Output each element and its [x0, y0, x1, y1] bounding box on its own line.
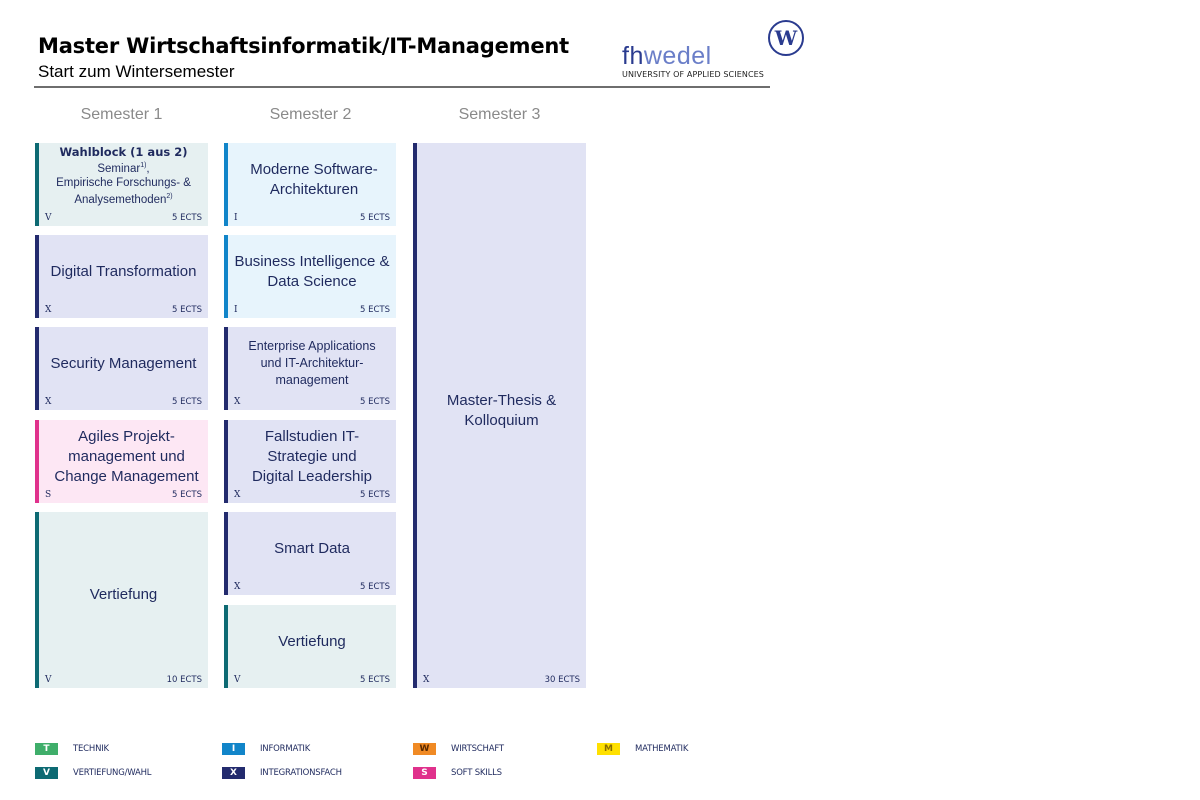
module-category-code: X [45, 397, 52, 407]
legend-label: SOFT SKILLS [451, 768, 502, 778]
module-ects: 5 ECTS [359, 305, 390, 315]
page-subtitle: Start zum Wintersemester [38, 62, 235, 81]
legend-swatch: T [35, 743, 58, 755]
module-vertiefung-sem2[interactable]: Vertiefung V 5 ECTS [224, 605, 396, 688]
legend-informatik: I INFORMATIK [222, 743, 310, 755]
legend-mathematik: M MATHEMATIK [597, 743, 688, 755]
module-name: Vertiefung [278, 632, 346, 650]
module-ects: 10 ECTS [166, 675, 202, 685]
module-category-code: X [234, 397, 241, 407]
legend-swatch: W [413, 743, 436, 755]
legend-technik: T TECHNIK [35, 743, 109, 755]
module-ects: 5 ECTS [171, 490, 202, 500]
module-vertiefung-sem1[interactable]: Vertiefung V 10 ECTS [35, 512, 208, 688]
module-moderne-software-architekturen[interactable]: Moderne Software-Architekturen I 5 ECTS [224, 143, 396, 226]
module-name: Smart Data [274, 539, 350, 557]
module-category-code: I [234, 213, 238, 223]
module-category-code: X [234, 582, 241, 592]
module-ects: 5 ECTS [171, 305, 202, 315]
module-ects: 5 ECTS [359, 675, 390, 685]
module-name: Moderne Software-Architekturen [250, 160, 378, 198]
module-name: Fallstudien IT-Strategie und Digital Lea… [251, 427, 373, 485]
module-business-intelligence[interactable]: Business Intelligence & Data Science I 5… [224, 235, 396, 318]
legend-vertiefung-wahl: V VERTIEFUNG/WAHL [35, 767, 152, 779]
module-name: Digital Transformation [50, 262, 197, 280]
legend-label: INTEGRATIONSFACH [260, 768, 342, 778]
module-ects: 5 ECTS [171, 397, 202, 407]
module-category-code: S [45, 490, 52, 500]
module-name: Wahlblock (1 aus 2) Seminar1), Empirisch… [56, 144, 191, 206]
module-name: Enterprise Applications und IT-Architekt… [248, 339, 376, 387]
module-ects: 5 ECTS [359, 213, 390, 223]
module-smart-data[interactable]: Smart Data X 5 ECTS [224, 512, 396, 595]
legend-integrationsfach: X INTEGRATIONSFACH [222, 767, 342, 779]
page-title: Master Wirtschaftsinformatik/IT-Manageme… [38, 34, 569, 58]
module-ects: 5 ECTS [359, 397, 390, 407]
module-name: Master-Thesis & Kolloquium [446, 391, 557, 429]
module-category-code: X [423, 675, 430, 685]
module-ects: 5 ECTS [359, 582, 390, 592]
module-wahlblock[interactable]: Wahlblock (1 aus 2) Seminar1), Empirisch… [35, 143, 208, 226]
module-name: Agiles Projekt-management und Change Man… [54, 427, 199, 485]
legend-soft-skills: S SOFT SKILLS [413, 767, 502, 779]
module-category-code: X [234, 490, 241, 500]
module-ects: 5 ECTS [171, 213, 202, 223]
semester-3-header: Semester 3 [458, 106, 541, 123]
legend-label: INFORMATIK [260, 744, 311, 754]
header-divider [34, 86, 770, 88]
legend-swatch: V [35, 767, 58, 779]
fh-wedel-logo: fhwedel W UNIVERSITY OF APPLIED SCIENCES [622, 20, 812, 84]
legend-label: TECHNIK [73, 744, 109, 754]
module-fallstudien-it-strategie[interactable]: Fallstudien IT-Strategie und Digital Lea… [224, 420, 396, 503]
legend-label: MATHEMATIK [635, 744, 689, 754]
module-master-thesis[interactable]: Master-Thesis & Kolloquium X 30 ECTS [413, 143, 586, 688]
module-category-code: I [234, 305, 238, 315]
legend-label: VERTIEFUNG/WAHL [73, 768, 152, 778]
module-category-code: V [45, 213, 52, 223]
legend-wirtschaft: W WIRTSCHAFT [413, 743, 504, 755]
module-category-code: V [234, 675, 241, 685]
module-enterprise-applications[interactable]: Enterprise Applications und IT-Architekt… [224, 327, 396, 410]
module-name: Security Management [50, 354, 197, 372]
legend-swatch: S [413, 767, 436, 779]
module-ects: 30 ECTS [544, 675, 580, 685]
module-category-code: V [45, 675, 52, 685]
legend-swatch: X [222, 767, 245, 779]
semester-2-header: Semester 2 [269, 106, 352, 123]
logo-tagline: UNIVERSITY OF APPLIED SCIENCES [622, 70, 764, 79]
legend-label: WIRTSCHAFT [451, 744, 504, 754]
module-name: Vertiefung [89, 586, 158, 603]
module-digital-transformation[interactable]: Digital Transformation X 5 ECTS [35, 235, 208, 318]
logo-wordmark: fhwedel [622, 42, 712, 70]
legend-swatch: M [597, 743, 620, 755]
logo-emblem-icon: W [768, 20, 804, 56]
module-agiles-projektmanagement[interactable]: Agiles Projekt-management und Change Man… [35, 420, 208, 503]
module-name: Business Intelligence & Data Science [234, 252, 390, 290]
module-ects: 5 ECTS [359, 490, 390, 500]
module-category-code: X [45, 305, 52, 315]
semester-1-header: Semester 1 [80, 106, 163, 123]
module-security-management[interactable]: Security Management X 5 ECTS [35, 327, 208, 410]
legend-swatch: I [222, 743, 245, 755]
